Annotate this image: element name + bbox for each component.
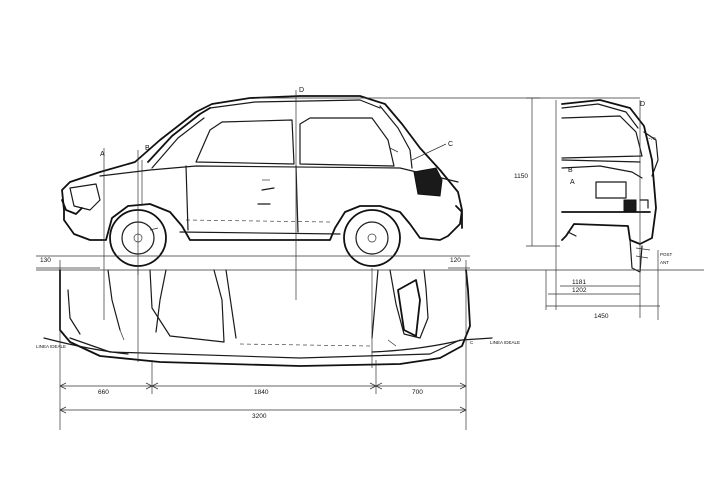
rear-note-post: POST [660, 252, 673, 257]
dim-rear-overhang-top: 120 [450, 257, 461, 264]
ideal-line-right [371, 337, 493, 353]
license-plate [595, 181, 627, 199]
rear-body-outline [561, 99, 657, 245]
construction-lines [36, 90, 704, 430]
section-label-a: A [100, 151, 105, 158]
dim-overall: 3200 [252, 413, 267, 420]
dim-small-arrow: ~70 [648, 136, 656, 141]
rear-window [561, 115, 643, 159]
roof-line [209, 99, 381, 109]
side-body-outline [61, 95, 463, 241]
section-label-d: D [299, 87, 304, 94]
dim-front-overhang-top: 130 [40, 257, 51, 264]
plan-outline [59, 269, 471, 367]
dim-front: 660 [98, 389, 109, 396]
rear-label-d: D [640, 101, 645, 108]
ideal-line-left [43, 337, 129, 355]
rear-pillar [379, 105, 413, 169]
section-label-c: C [448, 141, 453, 148]
dim-height: 1150 [514, 173, 528, 180]
front-side-window [195, 119, 295, 165]
ideal-line-right-label: LINEA IDEALE [490, 340, 520, 345]
tail-light [413, 167, 443, 197]
rear-note-ant: ANT [660, 260, 669, 265]
dim-rear: 700 [412, 389, 423, 396]
rear-side-window [299, 117, 395, 167]
rear-view [561, 99, 659, 273]
rear-label-a: A [570, 179, 575, 186]
labels: A B D C D B A C 130 120 660 1840 700 320… [36, 87, 673, 420]
section-label-b: B [145, 145, 150, 152]
dimension-lines [36, 267, 660, 414]
rear-label-c: C [470, 340, 474, 345]
rear-wheel [343, 209, 401, 267]
front-bumper [61, 199, 83, 215]
side-view [61, 95, 463, 267]
dim-width: 1450 [594, 313, 609, 320]
dim-wheelbase: 1840 [254, 389, 269, 396]
ideal-line-left-label: LINEA IDEALE [36, 344, 66, 349]
belt-line [99, 165, 459, 183]
plan-view [43, 269, 493, 367]
dim-track-rear: 1181 [572, 279, 586, 286]
dim-track-front: 1202 [572, 287, 587, 294]
windshield [147, 107, 211, 163]
rear-label-b: B [568, 167, 573, 174]
